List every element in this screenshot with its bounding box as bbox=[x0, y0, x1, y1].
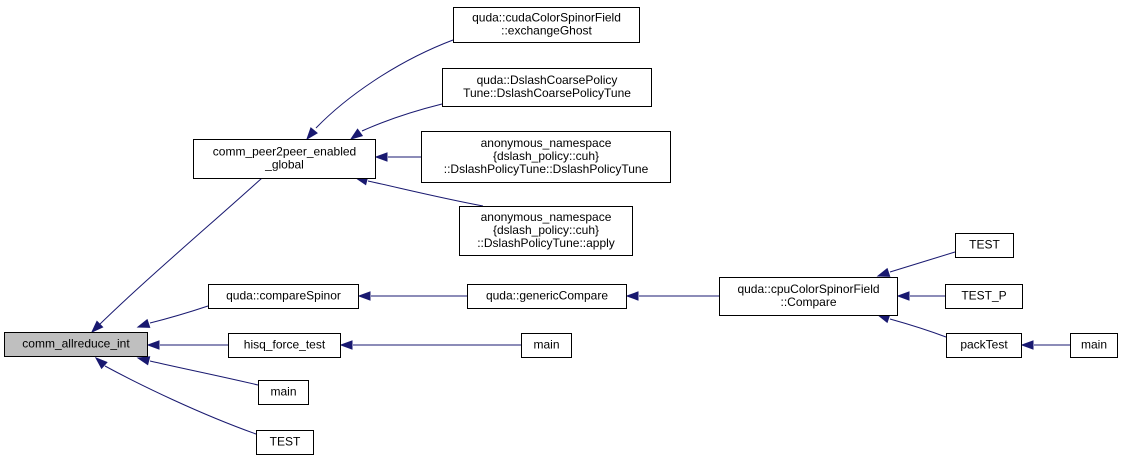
node-label: anonymous_namespace bbox=[481, 136, 612, 150]
node-box bbox=[459, 206, 633, 256]
node-peer[interactable]: comm_peer2peer_enabled_global bbox=[193, 139, 376, 179]
node-label: packTest bbox=[960, 338, 1008, 352]
arrowhead-icon bbox=[1020, 340, 1034, 350]
node-hisq[interactable]: hisq_force_test bbox=[228, 333, 341, 358]
node-box bbox=[521, 333, 572, 358]
node-gencmp[interactable]: quda::genericCompare bbox=[467, 284, 627, 309]
node-label: quda::cudaColorSpinorField bbox=[472, 11, 621, 25]
edge-cpucmp-to-gencmp bbox=[625, 291, 719, 301]
edges-layer bbox=[90, 39, 1070, 435]
node-label: TEST bbox=[270, 435, 301, 449]
node-cmpsp[interactable]: quda::compareSpinor bbox=[208, 284, 359, 309]
node-box bbox=[955, 233, 1014, 258]
arrowhead-icon bbox=[349, 128, 364, 140]
node-pack[interactable]: packTest bbox=[946, 333, 1022, 358]
edge-test1-to-cpucmp bbox=[876, 251, 956, 277]
node-box bbox=[719, 277, 898, 316]
node-box bbox=[256, 430, 314, 455]
edge-main1-to-pack bbox=[1020, 340, 1070, 350]
node-label: hisq_force_test bbox=[244, 338, 326, 352]
arrowhead-icon bbox=[357, 291, 371, 301]
node-label: anonymous_namespace bbox=[481, 210, 612, 224]
node-label: quda::genericCompare bbox=[486, 289, 608, 303]
node-box bbox=[208, 284, 359, 309]
node-label: ::Compare bbox=[780, 295, 836, 309]
node-label: quda::cpuColorSpinorField bbox=[737, 282, 879, 296]
node-main2[interactable]: main bbox=[521, 333, 572, 358]
node-label: quda::DslashCoarsePolicy bbox=[477, 73, 618, 87]
arrowhead-icon bbox=[625, 291, 639, 301]
node-box bbox=[467, 284, 627, 309]
edge-main3-to-root bbox=[136, 356, 259, 386]
node-root[interactable]: comm_allreduce_int bbox=[4, 332, 148, 357]
node-box bbox=[421, 131, 671, 183]
arrowhead-icon bbox=[136, 356, 151, 366]
edge-exch-to-peer bbox=[306, 39, 454, 141]
edge-cmpsp-to-root bbox=[136, 305, 209, 328]
node-anon1[interactable]: anonymous_namespace{dslash_policy::cuh}:… bbox=[421, 131, 671, 183]
arrowhead-icon bbox=[136, 318, 151, 328]
node-label: Tune::DslashCoarsePolicyTune bbox=[463, 86, 631, 100]
node-cpucmp[interactable]: quda::cpuColorSpinorField::Compare bbox=[719, 277, 898, 316]
node-box bbox=[4, 332, 148, 357]
edge-anon1-to-peer bbox=[374, 152, 421, 162]
arrowhead-icon bbox=[339, 340, 353, 350]
node-main1[interactable]: main bbox=[1070, 333, 1118, 358]
arrowhead-icon bbox=[90, 320, 104, 334]
node-label: {dslash_policy::cuh} bbox=[493, 149, 599, 163]
node-main3[interactable]: main bbox=[258, 380, 309, 405]
node-label: comm_peer2peer_enabled bbox=[213, 145, 356, 159]
node-label: main bbox=[1081, 338, 1107, 352]
node-box bbox=[1070, 333, 1118, 358]
node-box bbox=[945, 284, 1023, 309]
edge-peer-to-root bbox=[90, 177, 263, 334]
node-box bbox=[453, 7, 640, 43]
arrowhead-icon bbox=[94, 357, 108, 370]
node-label: {dslash_policy::cuh} bbox=[493, 223, 599, 237]
edge-main2-to-hisq bbox=[339, 340, 521, 350]
node-label: ::exchangeGhost bbox=[501, 24, 592, 38]
node-label: main bbox=[533, 338, 559, 352]
edge-test2-to-root bbox=[94, 357, 257, 435]
edge-hisq-to-root bbox=[146, 340, 228, 350]
node-label: ::DslashPolicyTune::DslashPolicyTune bbox=[444, 162, 649, 176]
node-label: quda::compareSpinor bbox=[226, 289, 341, 303]
edge-testp-to-cpucmp bbox=[896, 291, 945, 301]
arrowhead-icon bbox=[306, 127, 318, 141]
nodes-layer: comm_allreduce_int comm_peer2peer_enabled… bbox=[4, 7, 1118, 455]
node-test1[interactable]: TEST bbox=[955, 233, 1014, 258]
node-testp[interactable]: TEST_P bbox=[945, 284, 1023, 309]
node-anon2[interactable]: anonymous_namespace{dslash_policy::cuh}:… bbox=[459, 206, 633, 256]
node-exch[interactable]: quda::cudaColorSpinorField::exchangeGhos… bbox=[453, 7, 640, 43]
node-label: TEST_P bbox=[961, 289, 1006, 303]
edge-pack-to-cpucmp bbox=[876, 314, 947, 338]
edge-dcpt-to-peer bbox=[349, 103, 443, 140]
node-test2[interactable]: TEST bbox=[256, 430, 314, 455]
arrowhead-icon bbox=[896, 291, 910, 301]
node-label: _global bbox=[264, 158, 304, 172]
node-box bbox=[442, 68, 652, 107]
node-label: ::DslashPolicyTune::apply bbox=[477, 236, 615, 250]
node-box bbox=[946, 333, 1022, 358]
node-label: TEST bbox=[969, 238, 1000, 252]
node-label: comm_allreduce_int bbox=[22, 337, 130, 351]
node-label: main bbox=[270, 385, 296, 399]
node-box bbox=[228, 333, 341, 358]
edge-gencmp-to-cmpsp bbox=[357, 291, 467, 301]
arrowhead-icon bbox=[146, 340, 160, 350]
arrowhead-icon bbox=[876, 267, 891, 277]
arrowhead-icon bbox=[374, 152, 388, 162]
node-box bbox=[193, 139, 376, 179]
node-box bbox=[258, 380, 309, 405]
node-dcpt[interactable]: quda::DslashCoarsePolicyTune::DslashCoar… bbox=[442, 68, 652, 107]
